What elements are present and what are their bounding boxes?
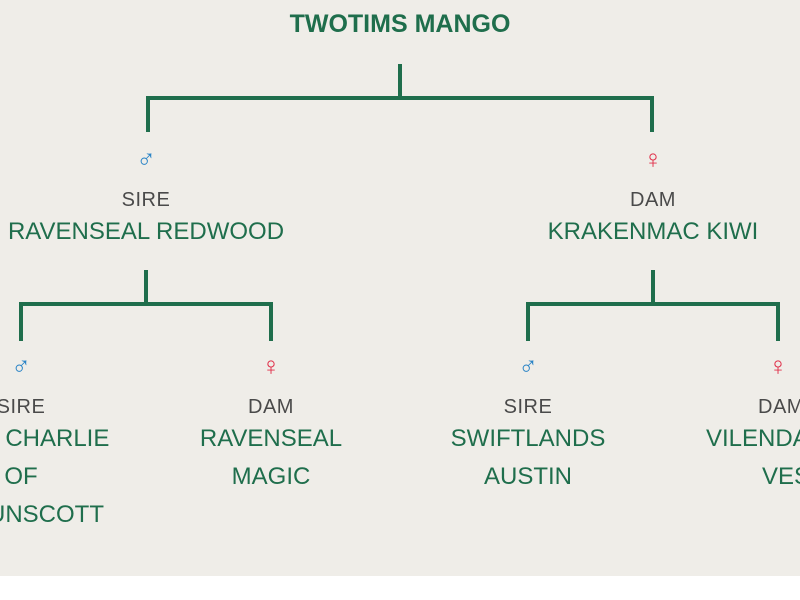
sire-sire-name-line-2: OF xyxy=(4,463,38,490)
sire-role-label: SIRE xyxy=(121,189,171,211)
dam-dam-name-line-2: VESP xyxy=(761,463,800,490)
dam-node: ♀ DAM KRAKENMAC KIWI xyxy=(548,146,759,251)
sire-dam-name-line-1: RAVENSEAL xyxy=(199,425,343,452)
sire-dam-role-label: DAM xyxy=(248,396,294,418)
pedigree-connector-lines xyxy=(19,64,780,341)
dam-dam-name-line-1: VILENDAL xyxy=(705,425,800,452)
female-symbol-icon: ♀ xyxy=(643,144,663,174)
root-node: DAM TWOTIMS MANGO xyxy=(290,0,511,43)
sire-node: ♂ SIRE RAVENSEAL REDWOOD xyxy=(8,146,284,251)
sire-name: RAVENSEAL REDWOOD xyxy=(7,218,285,245)
male-symbol-icon: ♂ xyxy=(11,351,31,381)
dam-sire-name-line-2: AUSTIN xyxy=(483,463,572,490)
male-symbol-icon: ♂ xyxy=(136,144,156,174)
root-name: TWOTIMS MANGO xyxy=(289,10,511,38)
female-symbol-icon: ♀ xyxy=(261,351,281,381)
sire-sire-role-label: SIRE xyxy=(0,396,46,418)
dam-role-label: DAM xyxy=(630,189,676,211)
root-role-label: DAM xyxy=(290,0,511,5)
dam-dam-node: ♀ DAM VILENDAL VESP xyxy=(706,351,800,496)
sire-dam-name-line-2: MAGIC xyxy=(231,463,311,490)
pedigree-diagram: DAM TWOTIMS MANGO ♂ SIRE RAVENSEAL REDWO… xyxy=(0,0,800,576)
sire-sire-name-line-3: UNSCOTT xyxy=(0,501,104,528)
dam-sire-name-line-1: SWIFTLANDS xyxy=(450,425,606,452)
dam-sire-node: ♂ SIRE SWIFTLANDS AUSTIN xyxy=(451,353,606,496)
sire-sire-node: ♂ SIRE S CHARLIE OF UNSCOTT xyxy=(0,353,109,534)
male-symbol-icon: ♂ xyxy=(518,351,538,381)
dam-name: KRAKENMAC KIWI xyxy=(547,218,759,245)
female-symbol-icon: ♀ xyxy=(768,351,788,381)
dam-sire-role-label: SIRE xyxy=(503,396,553,418)
sire-dam-node: ♀ DAM RAVENSEAL MAGIC xyxy=(200,353,342,496)
sire-sire-name-line-1: S CHARLIE xyxy=(0,425,110,452)
dam-dam-role-label: DAM xyxy=(758,396,800,418)
